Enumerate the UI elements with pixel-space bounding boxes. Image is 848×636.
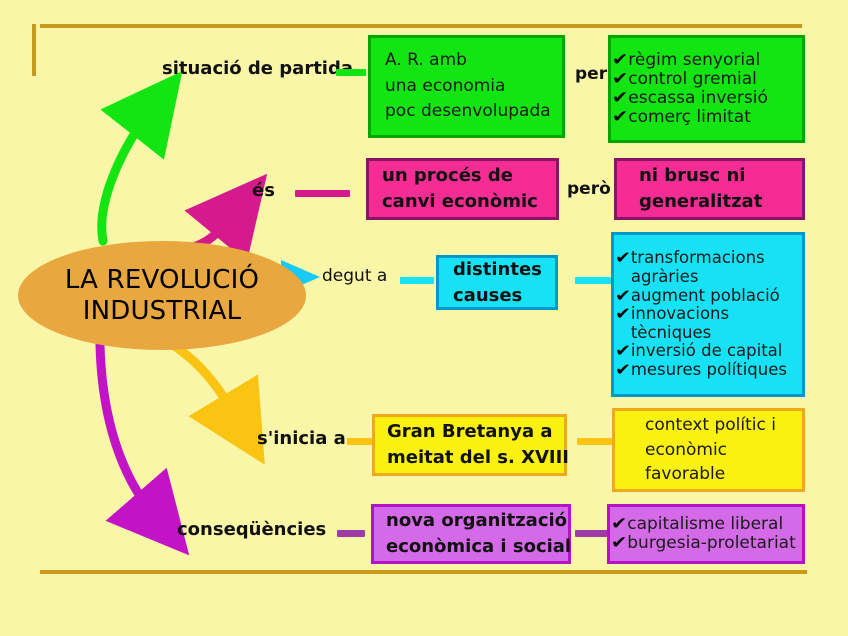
box-line: ni brusc ni (639, 164, 746, 186)
checklist-text: inversió de capital (630, 341, 783, 361)
box-consequencies-main[interactable]: nova organització econòmica i social (371, 504, 571, 564)
check-icon: ✔ (611, 88, 629, 108)
check-icon: ✔ (614, 341, 631, 361)
checklist-item: ✔ escassa inversió (611, 88, 802, 108)
checklist-text: augment població (630, 285, 780, 305)
branch-label-situacio[interactable]: situació de partida (162, 58, 353, 79)
checklist-item: ✔ tècniques (616, 322, 802, 343)
connector-dash-es (295, 190, 350, 197)
checklist-text: règim senyorial (628, 49, 761, 70)
box-line: favorable (645, 464, 726, 485)
checklist-item: ✔ comerç limitat (611, 107, 802, 128)
connector-dash-degut-detail (575, 277, 611, 284)
checklist-item: ✔ control gremial (611, 68, 802, 89)
checklist-item: ✔ augment població (614, 285, 802, 306)
box-line: context polític i (645, 415, 776, 436)
box-consequencies-detail[interactable]: ✔ capitalisme liberal ✔ burgesia-proleta… (607, 504, 805, 564)
check-icon: ✔ (611, 49, 629, 70)
checklist-text: transformacions (630, 248, 765, 268)
branch-label-degut-a[interactable]: degut a (322, 266, 388, 286)
check-icon: ✔ (610, 533, 628, 553)
checklist-text: tècniques (630, 322, 712, 342)
connector-dash-sinicia-detail (577, 438, 612, 445)
checklist-item: ✔ agràries (616, 266, 802, 287)
box-es-main[interactable]: un procés de canvi econòmic (366, 158, 559, 220)
checklist-text: control gremial (628, 68, 757, 89)
box-line: canvi econòmic (382, 191, 538, 212)
central-node-line2: INDUSTRIAL (82, 295, 242, 326)
central-node-line1: LA REVOLUCIÓ (64, 264, 260, 295)
checklist-item: ✔ mesures polítiques (614, 360, 802, 380)
box-line: distintes (453, 258, 542, 280)
checklist-item: ✔ burgesia-proletariat (610, 533, 802, 553)
box-line: Gran Bretanya a (387, 420, 553, 442)
connector-dash-degut-a (400, 277, 434, 284)
checklist-text: burgesia-proletariat (627, 533, 796, 553)
box-line: generalitzat (639, 191, 763, 212)
connector-word-per: per (575, 64, 608, 84)
checklist-item: ✔ transformacions (614, 248, 802, 268)
check-icon: ✔ (611, 107, 629, 128)
box-es-detail[interactable]: ni brusc ni generalitzat (614, 158, 805, 220)
box-line: un procés de (382, 164, 513, 186)
checklist-text: escassa inversió (628, 88, 768, 108)
box-line: econòmica i social (386, 536, 572, 557)
checklist-text: capitalisme liberal (627, 513, 784, 534)
box-line: nova organització (386, 509, 568, 531)
check-icon: ✔ (614, 304, 631, 324)
checklist-item: ✔ capitalisme liberal (610, 513, 802, 534)
check-icon: ✔ (614, 248, 631, 268)
box-degut-detail[interactable]: ✔ transformacions ✔ agràries ✔ augment p… (611, 232, 805, 397)
frame-bottom-line (40, 570, 807, 574)
box-line: poc desenvolupada (385, 101, 551, 122)
checklist-text: innovacions (630, 304, 730, 324)
checklist-text: mesures polítiques (630, 360, 787, 380)
box-situacio-detail[interactable]: ✔ règim senyorial ✔ control gremial ✔ es… (608, 35, 805, 143)
box-line: A. R. amb (385, 49, 467, 70)
box-sinicia-detail[interactable]: context polític i econòmic favorable (612, 408, 805, 492)
checklist-item: ✔ règim senyorial (611, 49, 802, 70)
box-sinicia-main[interactable]: Gran Bretanya a meitat del s. XVIII (372, 414, 570, 476)
box-situacio-main[interactable]: A. R. amb una economia poc desenvolupada (368, 35, 565, 138)
branch-label-consequencies[interactable]: conseqüències (177, 519, 327, 540)
check-icon: ✔ (614, 285, 631, 305)
connector-dash-consequencies (337, 530, 365, 537)
check-icon: ✔ (614, 360, 631, 380)
frame-top-line (40, 24, 802, 28)
connector-dash-situacio (336, 69, 366, 76)
checklist-item: ✔ inversió de capital (614, 341, 802, 361)
box-line: meitat del s. XVIII (387, 447, 570, 468)
check-icon: ✔ (611, 68, 629, 89)
checklist-text: agràries (630, 266, 699, 286)
connector-dash-sinicia (347, 438, 372, 445)
box-line: econòmic (645, 439, 728, 460)
box-line: causes (453, 284, 523, 306)
central-node[interactable]: LA REVOLUCIÓ INDUSTRIAL (18, 241, 306, 350)
checklist-item: ✔ innovacions (614, 304, 802, 324)
box-degut-main[interactable]: distintes causes (436, 255, 558, 310)
connector-dash-consequencies-detail (575, 530, 610, 537)
branch-label-sinicia[interactable]: s'inicia a (257, 428, 346, 449)
connector-word-pero-1: però (567, 179, 611, 199)
branch-label-es[interactable]: és (252, 180, 275, 201)
frame-left-line (32, 24, 36, 76)
checklist-text: comerç limitat (628, 107, 751, 128)
box-line: una economia (385, 75, 506, 96)
check-icon: ✔ (610, 513, 628, 534)
